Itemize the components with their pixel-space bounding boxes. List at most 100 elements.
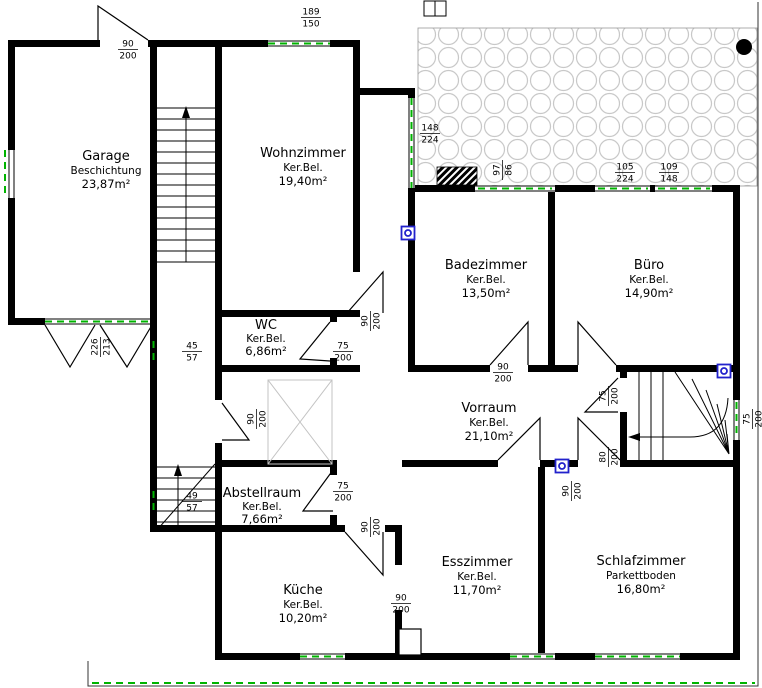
svg-text:148: 148 [421,124,438,134]
dim-bad-window: 97 86 [493,160,515,180]
room-area: 19,40m² [279,174,328,188]
room-label-vorraum: Vorraum Ker.Bel. 21,10m² [461,401,516,443]
room-name: Esszimmer [442,555,514,570]
terrace-paving [417,27,758,187]
room-area: 10,20m² [279,611,328,625]
dim-vorraum-west-door: 90 200 [247,409,269,429]
svg-text:200: 200 [373,518,383,535]
door-swings [44,4,621,577]
dim-stairs-window: 49 57 [182,492,202,514]
room-label-buero: Büro Ker.Bel. 14,90m² [625,258,674,300]
room-label-schlafzimmer: Schlafzimmer Parkettboden 16,80m² [597,554,687,596]
stair-direction-arrow [182,106,190,118]
room-label-wc: WC Ker.Bel. 6,86m² [245,318,286,358]
svg-text:90: 90 [122,40,134,50]
svg-text:75: 75 [337,482,348,492]
room-label-garage: Garage Beschichtung 23,87m² [71,149,142,191]
dim-wc-window: 45 57 [182,342,202,364]
svg-text:49: 49 [186,492,198,502]
room-label-esszimmer: Esszimmer Ker.Bel. 11,70m² [442,555,514,597]
svg-text:200: 200 [334,494,351,504]
window-markings [4,42,755,684]
svg-text:86: 86 [505,164,515,176]
svg-text:200: 200 [755,410,762,427]
svg-text:200: 200 [259,410,269,427]
svg-text:90: 90 [395,594,407,604]
room-floor: Ker.Bel. [469,417,508,429]
svg-text:57: 57 [186,354,197,364]
electrical-symbol [554,458,570,474]
svg-text:148: 148 [660,175,677,185]
dim-garage-gate: 226 213 [91,337,113,357]
window-jambs [8,40,740,660]
dim-kueche-essz-door: 90 200 [391,594,411,616]
room-floor: Beschichtung [71,165,142,177]
column-dot [736,39,752,55]
walls [8,40,740,660]
svg-text:105: 105 [616,163,633,173]
room-label-wohnzimmer: Wohnzimmer Ker.Bel. 19,40m² [260,146,346,188]
stairs-upper [157,106,215,263]
dim-bad-door: 90 200 [493,363,513,385]
dim-wc-door: 75 200 [333,342,353,364]
svg-text:90: 90 [361,315,371,327]
dim-right-window: 75 200 [743,409,762,429]
svg-text:90: 90 [562,485,572,497]
svg-text:90: 90 [361,521,371,533]
room-area: 11,70m² [453,583,502,597]
room-name: Küche [283,583,323,598]
terrace [417,0,758,187]
svg-text:200: 200 [574,482,584,499]
svg-text:75: 75 [743,413,753,424]
svg-text:75: 75 [337,342,348,352]
stair-direction-arrow [628,433,640,441]
room-area: 7,66m² [241,512,282,526]
dimension-labels: 90 200 189 150 148 224 97 86 105 224 109… [91,8,762,616]
svg-text:189: 189 [302,8,319,18]
svg-text:109: 109 [660,163,677,173]
room-floor: Ker.Bel. [283,599,322,611]
dim-wz-door: 90 200 [361,311,383,331]
dim-wz-window: 189 150 [301,8,321,30]
site-boundary-line [87,2,759,687]
room-label-badezimmer: Badezimmer Ker.Bel. 13,50m² [445,258,528,300]
room-labels: Garage Beschichtung 23,87m² Wohnzimmer K… [71,146,687,625]
room-name: Schlafzimmer [597,554,687,569]
doormat-hatch [436,166,478,186]
svg-text:97: 97 [493,164,503,175]
dim-kueche-door: 90 200 [361,517,383,537]
room-floor: Ker.Bel. [466,274,505,286]
room-name: Wohnzimmer [260,146,346,161]
electrical-symbol [716,363,732,379]
room-name: Vorraum [461,401,516,416]
svg-text:75: 75 [599,390,609,401]
room-name: WC [255,318,277,333]
room-area: 13,50m² [462,286,511,300]
svg-text:80: 80 [599,451,609,463]
svg-text:200: 200 [611,448,621,465]
svg-text:226: 226 [91,338,101,355]
svg-text:90: 90 [247,413,257,425]
dim-buero-window: 109 148 [659,163,679,185]
svg-text:224: 224 [616,175,633,185]
room-floor: Ker.Bel. [629,274,668,286]
svg-text:90: 90 [497,363,509,373]
svg-text:45: 45 [186,342,197,352]
wardrobe-understairs [267,379,333,465]
site-boundary [87,2,759,687]
svg-text:200: 200 [334,354,351,364]
room-floor: Ker.Bel. [457,571,496,583]
room-name: Abstellraum [223,486,301,501]
svg-text:224: 224 [421,136,438,146]
stairs-lower [156,463,216,531]
room-name: Büro [634,258,664,273]
room-label-abstellraum: Abstellraum Ker.Bel. 7,66m² [223,486,301,526]
svg-text:150: 150 [302,20,319,30]
room-floor: Ker.Bel. [246,333,285,345]
room-area: 23,87m² [82,177,131,191]
svg-text:200: 200 [494,375,511,385]
svg-text:200: 200 [373,312,383,329]
room-area: 21,10m² [465,429,514,443]
dim-terrace-door: 148 224 [420,124,440,146]
